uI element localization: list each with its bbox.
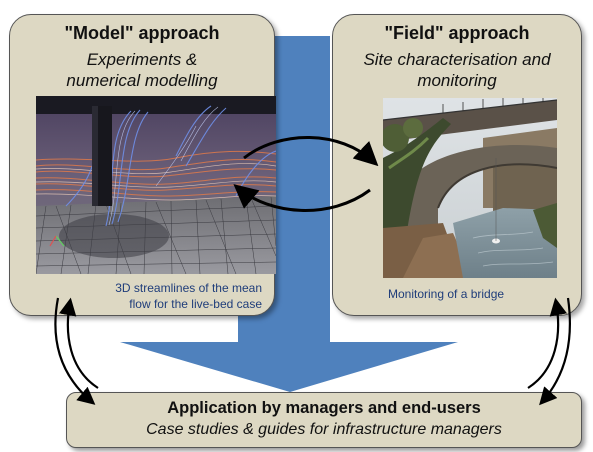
application-subtitle: Case studies & guides for infrastructure… bbox=[146, 421, 502, 438]
model-approach-subtitle-line2: numerical modelling bbox=[66, 71, 218, 90]
model-approach-subtitle-line1: Experiments & bbox=[86, 50, 198, 69]
model-image-caption-line2: flow for the live-bed case bbox=[129, 297, 262, 311]
model-approach-title: "Model" approach bbox=[64, 23, 220, 43]
field-approach-subtitle-line1: Site characterisation and bbox=[363, 50, 551, 69]
bridge-photo-image bbox=[383, 98, 557, 278]
curved-double-arrow-icon bbox=[233, 136, 379, 212]
model-image-caption-line1: 3D streamlines of the mean bbox=[115, 281, 262, 295]
field-approach-subtitle-line2: monitoring bbox=[417, 71, 497, 90]
field-image-caption: Monitoring of a bridge bbox=[388, 287, 505, 301]
curved-side-arrow-icon bbox=[54, 297, 571, 406]
application-panel: Application by managers and end-users Ca… bbox=[66, 392, 582, 448]
application-title: Application by managers and end-users bbox=[167, 399, 481, 417]
field-approach-title: "Field" approach bbox=[384, 23, 530, 43]
